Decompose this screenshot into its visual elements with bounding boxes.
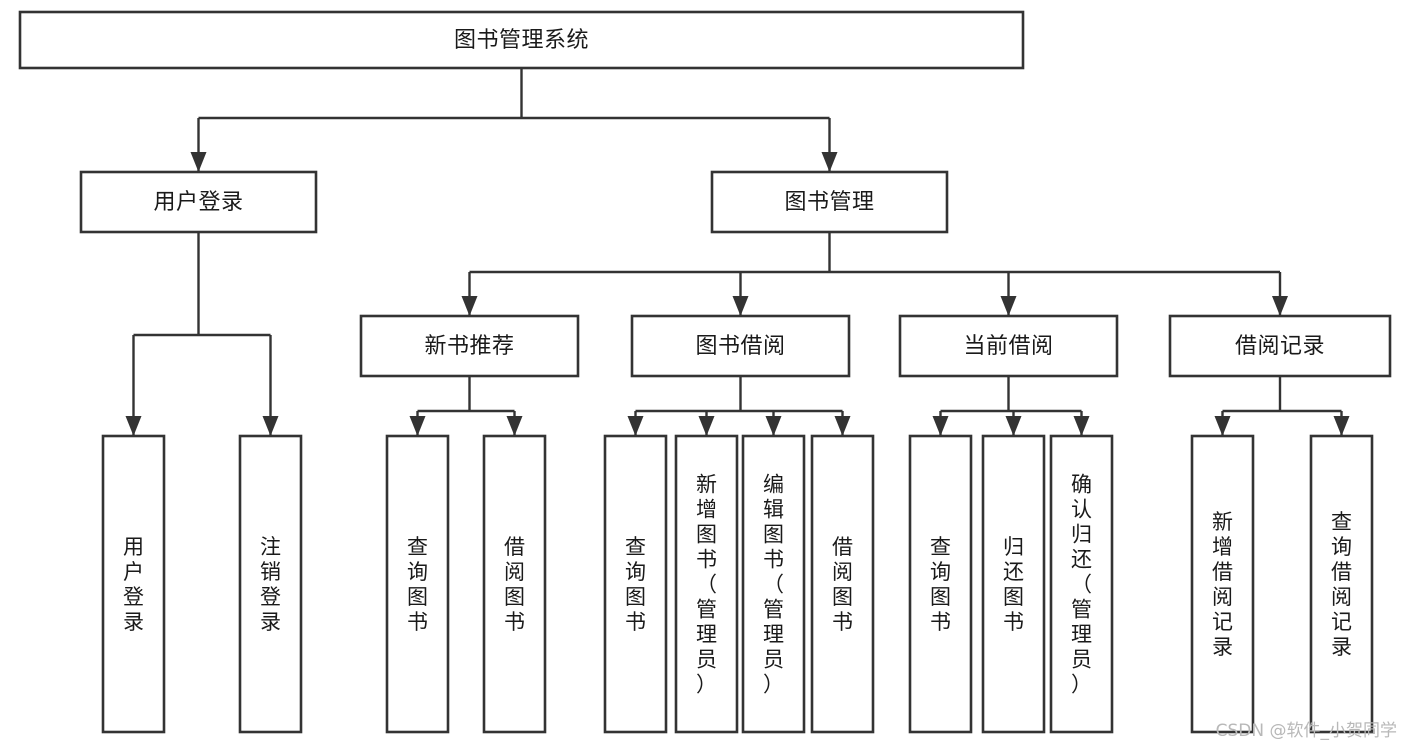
arrow-head-icon xyxy=(1214,416,1231,436)
node-rect xyxy=(79,170,318,234)
node-rect xyxy=(238,434,303,734)
arrow-head-icon xyxy=(932,416,949,436)
node-leaf-8[interactable]: 查询图书 xyxy=(908,434,973,734)
node-rect xyxy=(18,10,1025,70)
node-label: 图书管理系统 xyxy=(454,28,589,53)
node-label: 查询图书 xyxy=(625,535,646,634)
arrow-head-icon xyxy=(627,416,644,436)
node-rect xyxy=(603,434,668,734)
node-rect xyxy=(359,314,580,378)
node-leaf-0[interactable]: 用户登录 xyxy=(101,434,166,734)
node-leaf-4[interactable]: 查询图书 xyxy=(603,434,668,734)
node-layer: 图书管理系统用户登录图书管理新书推荐图书借阅当前借阅借阅记录用户登录注销登录查询… xyxy=(18,10,1392,734)
node-level3-1[interactable]: 图书借阅 xyxy=(630,314,851,378)
node-level3-3[interactable]: 借阅记录 xyxy=(1168,314,1392,378)
node-leaf-10[interactable]: 确认归还（管理员） xyxy=(1049,434,1114,734)
node-rect xyxy=(710,170,949,234)
node-label: 借阅图书 xyxy=(504,535,525,634)
arrow-head-icon xyxy=(1073,416,1090,436)
arrow-head-icon xyxy=(834,416,851,436)
node-level3-0[interactable]: 新书推荐 xyxy=(359,314,580,378)
arrow-head-icon xyxy=(506,416,523,436)
node-leaf-5[interactable]: 新增图书（管理员） xyxy=(674,434,739,734)
node-rect xyxy=(1190,434,1255,734)
node-label: 注销登录 xyxy=(260,535,281,634)
node-rect xyxy=(981,434,1046,734)
arrow-head-icon xyxy=(409,416,426,436)
node-leaf-3[interactable]: 借阅图书 xyxy=(482,434,547,734)
node-label: 编辑图书（管理员） xyxy=(763,473,784,697)
node-label: 图书管理 xyxy=(784,190,874,215)
node-leaf-9[interactable]: 归还图书 xyxy=(981,434,1046,734)
node-leaf-11[interactable]: 新增借阅记录 xyxy=(1190,434,1255,734)
node-rect xyxy=(898,314,1119,378)
node-label: 用户登录 xyxy=(153,190,243,215)
node-leaf-1[interactable]: 注销登录 xyxy=(238,434,303,734)
arrow-head-icon xyxy=(1000,296,1017,316)
node-label: 查询图书 xyxy=(930,535,951,634)
arrow-head-icon xyxy=(1005,416,1022,436)
node-label: 当前借阅 xyxy=(963,334,1053,359)
node-label: 查询图书 xyxy=(407,535,428,634)
node-rect xyxy=(101,434,166,734)
node-label: 确认归还（管理员） xyxy=(1071,473,1092,697)
connector-layer xyxy=(125,68,1350,436)
arrow-head-icon xyxy=(461,296,478,316)
node-leaf-12[interactable]: 查询借阅记录 xyxy=(1309,434,1374,734)
node-rect xyxy=(385,434,450,734)
arrow-head-icon xyxy=(821,152,838,172)
arrow-head-icon xyxy=(1272,296,1288,316)
node-label: 借阅记录 xyxy=(1235,334,1325,359)
node-label: 新书推荐 xyxy=(424,334,514,359)
node-label: 查询借阅记录 xyxy=(1331,510,1352,659)
node-root[interactable]: 图书管理系统 xyxy=(18,10,1025,70)
node-leaf-7[interactable]: 借阅图书 xyxy=(810,434,875,734)
node-level2-0[interactable]: 用户登录 xyxy=(79,170,318,234)
node-label: 新增图书（管理员） xyxy=(696,473,717,697)
node-level3-2[interactable]: 当前借阅 xyxy=(898,314,1119,378)
node-label: 借阅图书 xyxy=(832,535,853,634)
arrow-head-icon xyxy=(190,152,207,172)
arrow-head-icon xyxy=(262,416,279,436)
node-rect xyxy=(1168,314,1392,378)
node-rect xyxy=(630,314,851,378)
node-label: 图书借阅 xyxy=(695,334,785,359)
node-level2-1[interactable]: 图书管理 xyxy=(710,170,949,234)
arrow-head-icon xyxy=(1333,416,1350,436)
node-label: 新增借阅记录 xyxy=(1212,510,1233,659)
node-leaf-2[interactable]: 查询图书 xyxy=(385,434,450,734)
node-rect xyxy=(908,434,973,734)
node-leaf-6[interactable]: 编辑图书（管理员） xyxy=(741,434,806,734)
node-label: 归还图书 xyxy=(1003,535,1024,634)
node-rect xyxy=(741,434,806,734)
arrow-head-icon xyxy=(125,416,142,436)
node-rect xyxy=(482,434,547,734)
node-label: 用户登录 xyxy=(123,535,144,634)
node-rect xyxy=(1309,434,1374,734)
arrow-head-icon xyxy=(698,416,715,436)
node-rect xyxy=(810,434,875,734)
node-rect xyxy=(1049,434,1114,734)
arrow-head-icon xyxy=(732,296,749,316)
arrow-head-icon xyxy=(765,416,782,436)
node-rect xyxy=(674,434,739,734)
